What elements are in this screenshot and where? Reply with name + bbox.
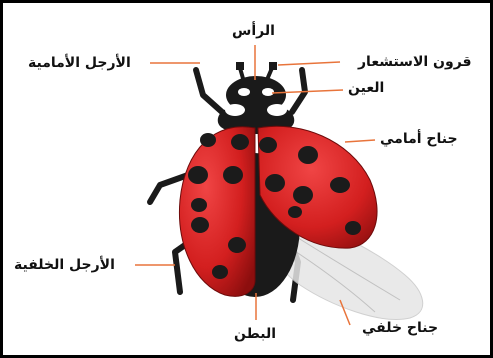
label-hind-legs: الأرجل الخلفية xyxy=(14,257,115,273)
eye-right xyxy=(262,88,274,96)
label-antennae: قرون الاستشعار xyxy=(358,54,472,70)
leader-antennae xyxy=(278,62,340,65)
label-front-legs: الأرجل الأمامية xyxy=(28,55,131,71)
label-abdomen: البطن xyxy=(234,326,276,342)
label-head: الرأس xyxy=(232,23,275,39)
label-front-wing: جناح أمامي xyxy=(380,131,458,147)
leader-front-wing xyxy=(345,140,375,142)
eye-left xyxy=(238,88,250,96)
label-eye: العين xyxy=(348,80,384,96)
front-leg-left xyxy=(196,70,222,112)
label-hind-wing: جناح خلفي xyxy=(362,320,438,336)
